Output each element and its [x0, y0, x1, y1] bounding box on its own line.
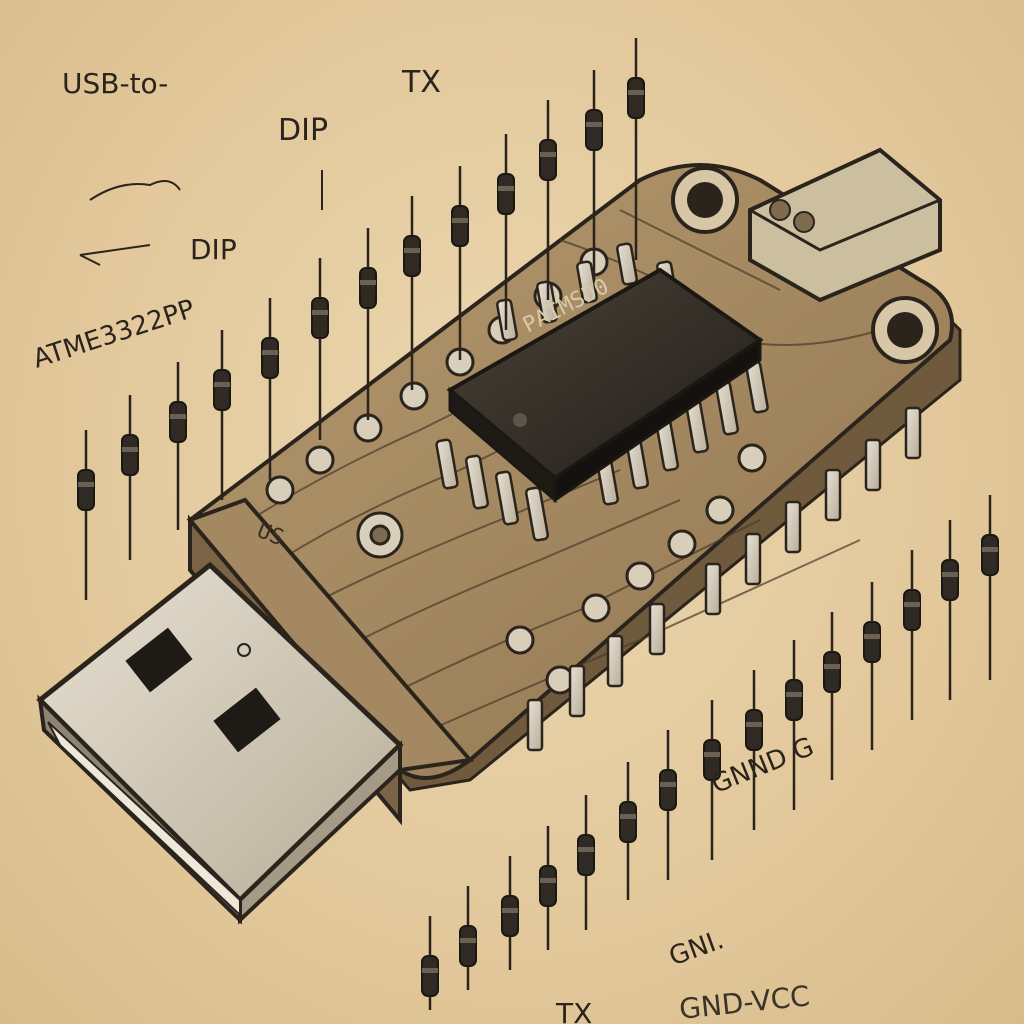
resistor-lead	[213, 330, 231, 500]
resistor-lead	[501, 856, 519, 970]
resistor-lead	[311, 258, 329, 440]
resistor-lead	[703, 700, 721, 860]
resistor-lead	[659, 730, 677, 880]
resistor-lead	[539, 826, 557, 950]
resistor-lead	[169, 362, 187, 530]
resistor-lead	[121, 395, 139, 560]
label-usb-to: USB-to-	[62, 67, 169, 100]
floating-resistors	[77, 38, 999, 1010]
resistor-lead	[863, 582, 881, 750]
resistor-lead	[981, 495, 999, 680]
resistor-lead	[421, 916, 439, 1010]
resistor-lead	[585, 70, 603, 280]
edge-header-pins	[526, 406, 922, 752]
label-tx-bottom: TX	[556, 997, 593, 1024]
resistor-lead	[261, 298, 279, 480]
resistor-lead	[941, 520, 959, 700]
sketch-scribbles	[79, 170, 323, 266]
resistor-lead	[785, 640, 803, 810]
solder-pads	[265, 247, 767, 695]
resistor-lead	[77, 430, 95, 600]
resistor-lead	[619, 762, 637, 900]
label-dip-left: DIP	[190, 233, 237, 266]
resistor-lead	[459, 886, 477, 990]
usb-a-plug	[36, 561, 404, 925]
resistor-lead	[451, 166, 469, 360]
resistor-lead	[403, 196, 421, 390]
ic-chip	[435, 242, 769, 542]
resistor-lead	[903, 550, 921, 720]
usb-mini-connector	[748, 147, 942, 303]
resistor-lead	[539, 100, 557, 300]
label-dip-top: DIP	[278, 113, 329, 148]
resistor-lead	[823, 612, 841, 780]
resistor-lead	[497, 134, 515, 330]
resistor-lead	[745, 670, 763, 830]
label-tx-top: TX	[402, 65, 441, 100]
resistor-lead	[627, 38, 645, 260]
resistor-lead	[359, 228, 377, 420]
resistor-lead	[577, 795, 595, 930]
mounting-holes	[671, 166, 939, 364]
